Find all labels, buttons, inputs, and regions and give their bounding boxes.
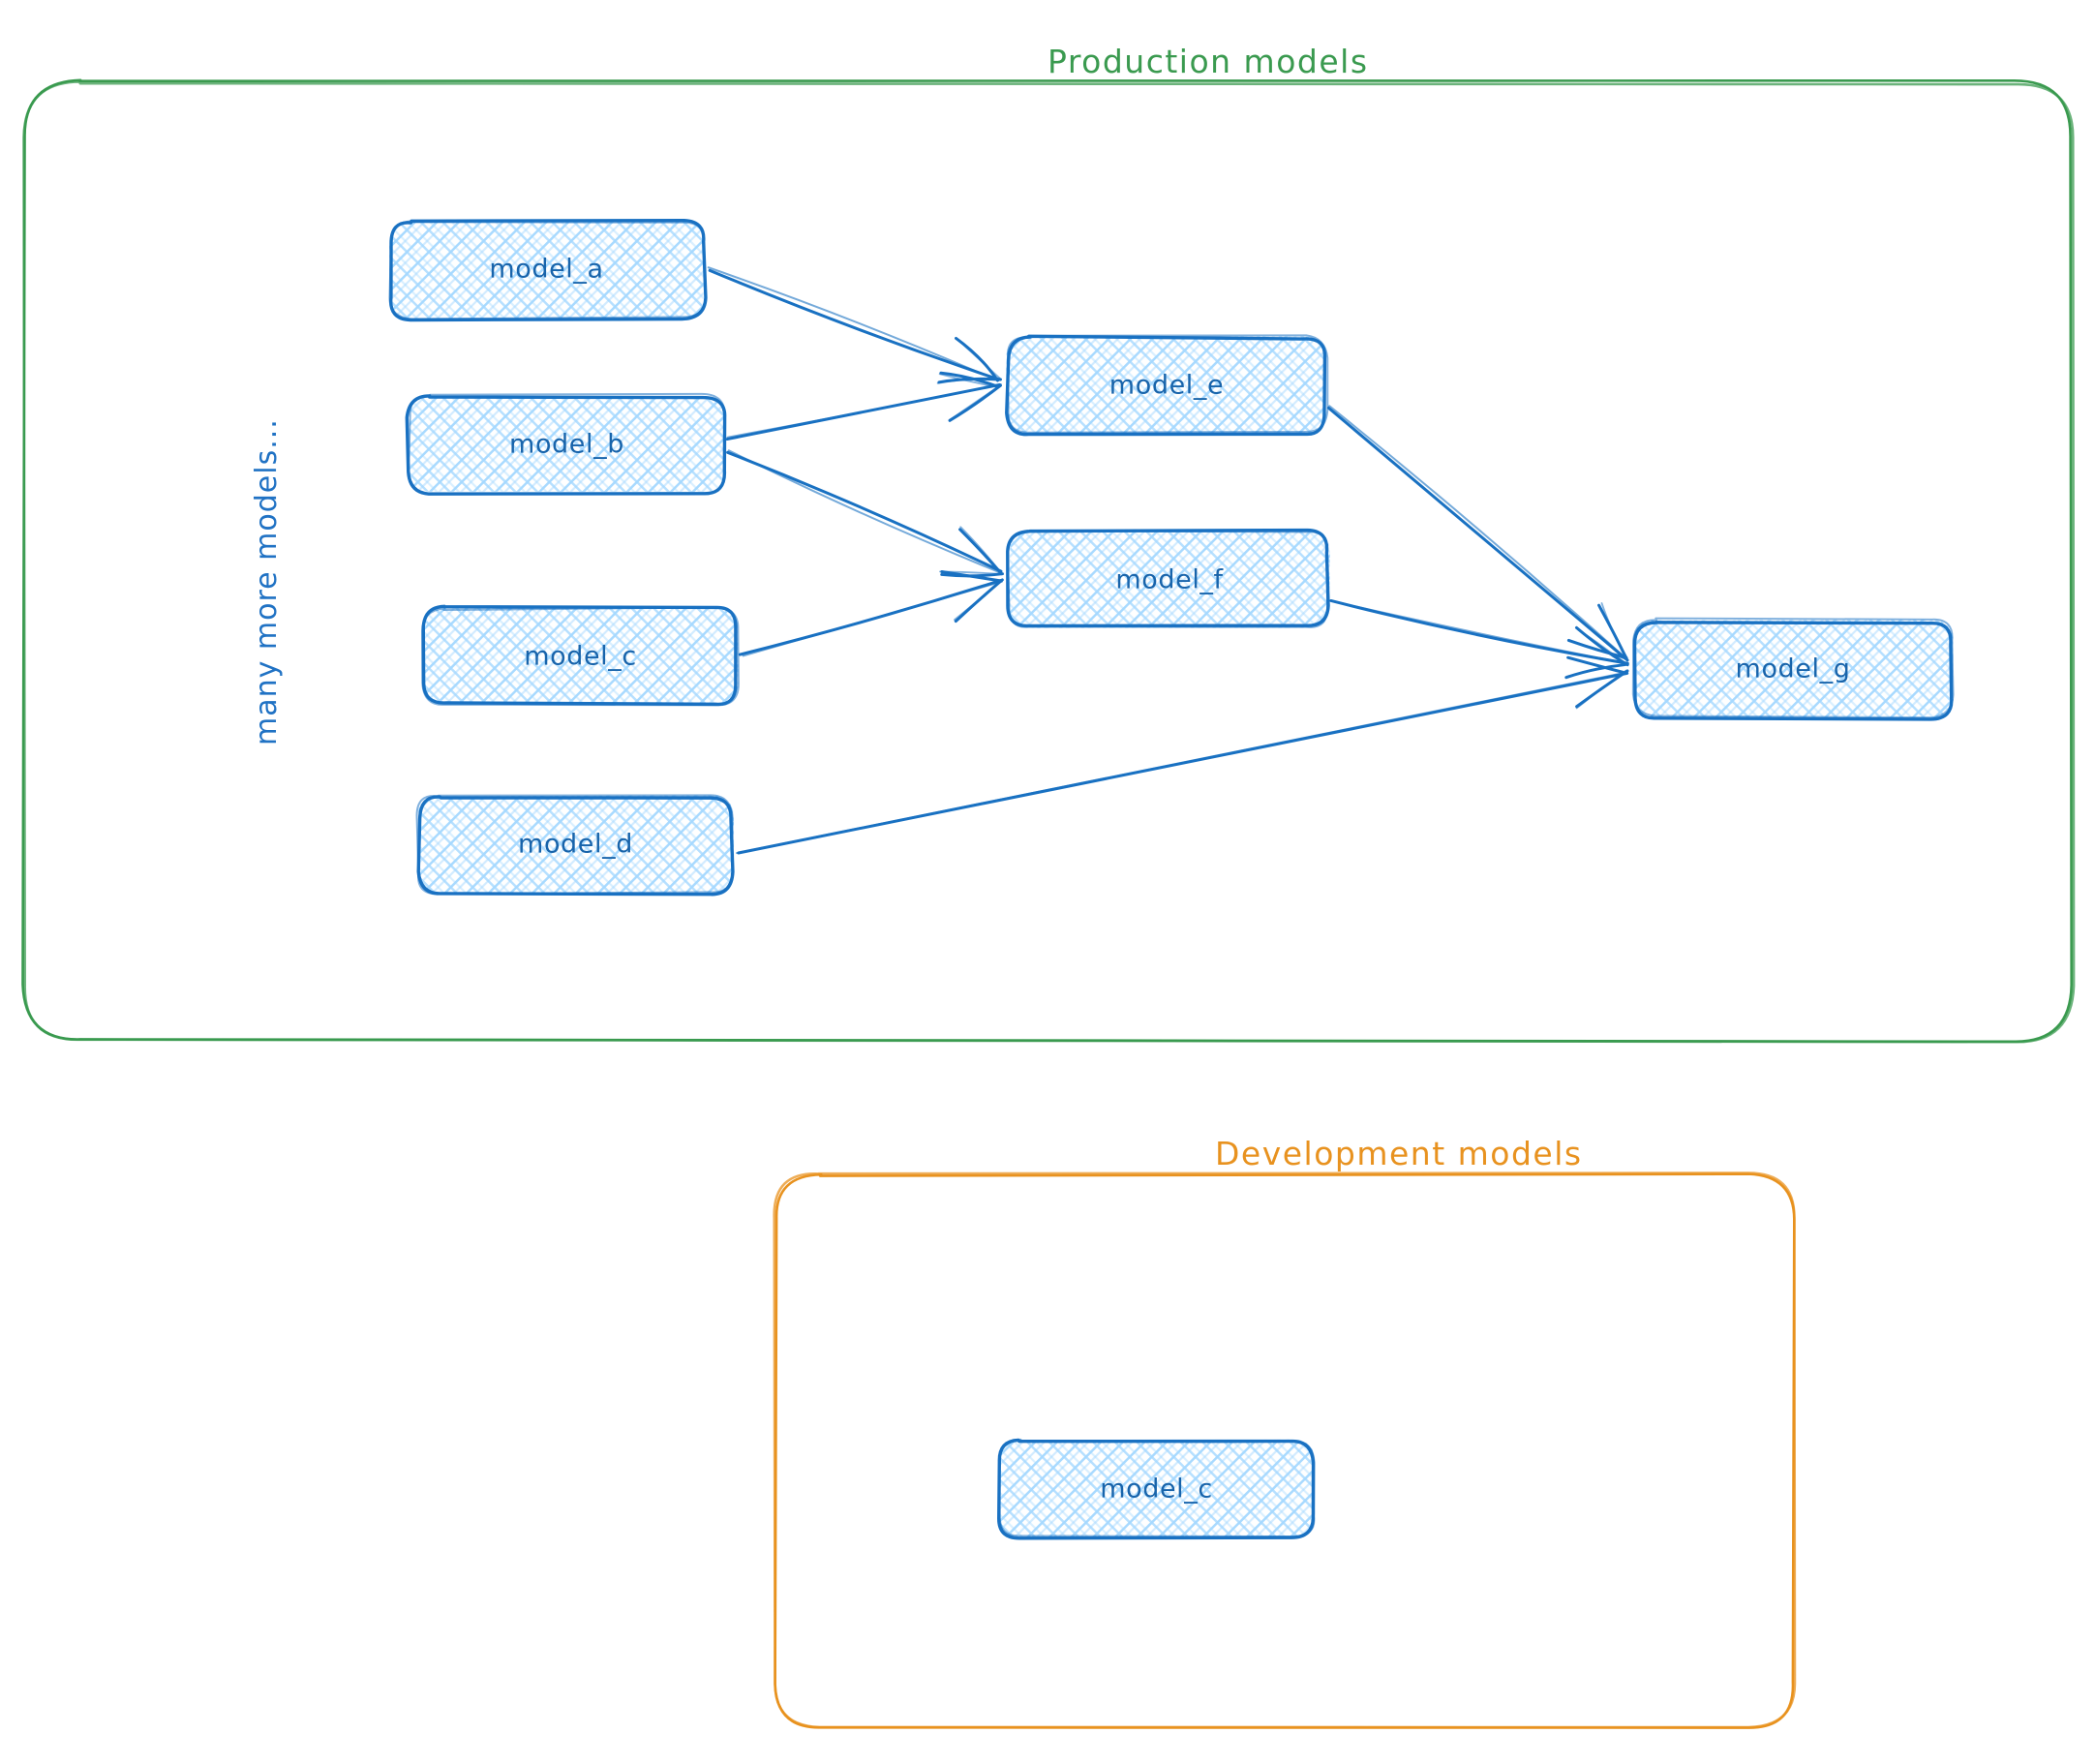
edge-model_b-to-model_e [725,371,1002,441]
group-container-production [21,78,2076,1044]
node-model_a[interactable] [388,218,708,322]
node-model_g[interactable] [1631,617,1955,721]
annotation-many-more-models: many more models... [250,418,284,745]
node-model_e[interactable] [1005,334,1329,437]
node-model_c_dev[interactable] [997,1438,1316,1540]
node-model_b[interactable] [405,392,727,496]
edge-model_c-to-model_f [738,570,1004,657]
edge-model_f-to-model_g [1329,598,1629,680]
edge-model_a-to-model_e [707,266,1002,384]
group-label-development: Development models [1215,1135,1583,1172]
edge-model_b-to-model_f [726,449,1004,578]
group-container-development [773,1171,1797,1729]
group-label-production: Production models [1048,43,1369,80]
edge-model_e-to-model_g [1326,405,1629,662]
node-model_f[interactable] [1006,528,1330,628]
node-model_c[interactable] [421,604,740,707]
node-model_d[interactable] [415,794,735,897]
edge-model_d-to-model_g [736,655,1629,855]
